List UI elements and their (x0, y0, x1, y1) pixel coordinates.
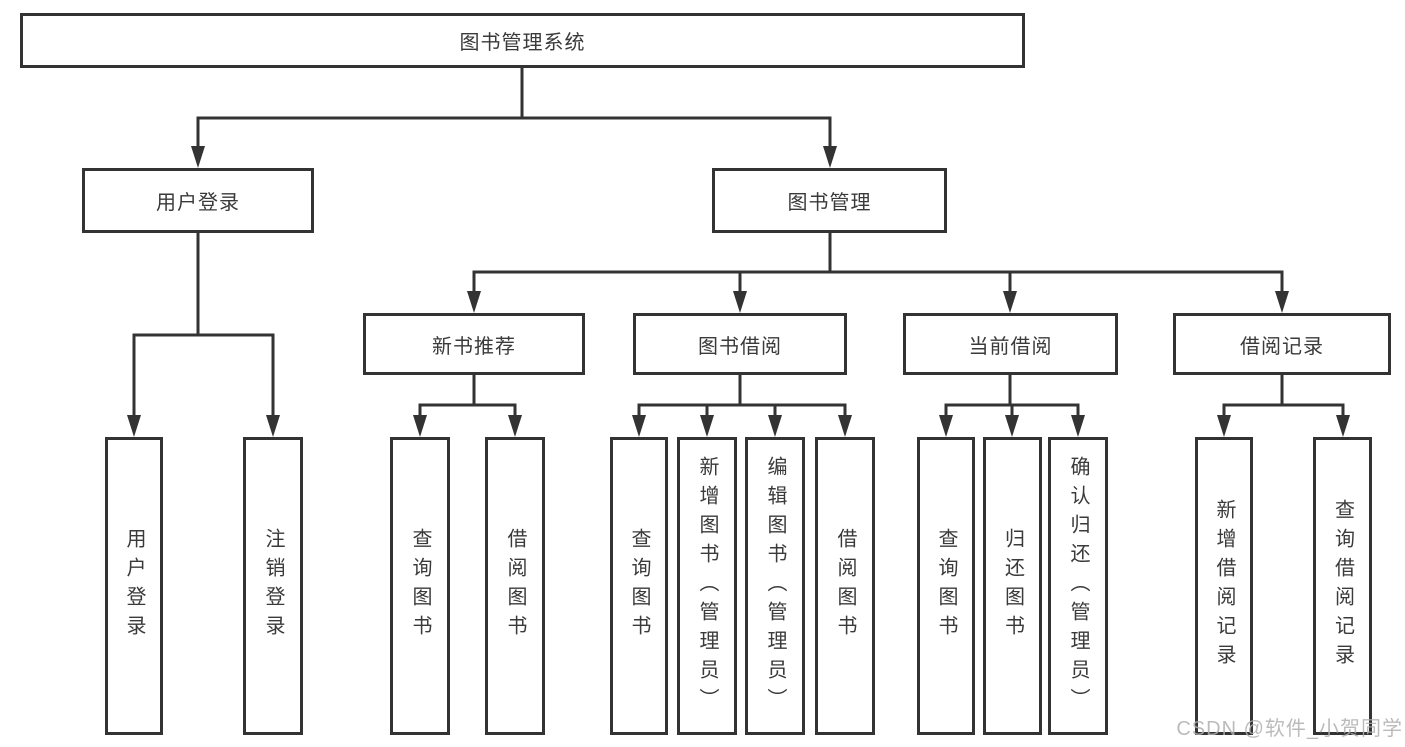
node-borrowing-records: 借阅记录 (1173, 313, 1391, 375)
leaf-edit-books-admin: 编辑图书（管理员） (745, 437, 805, 735)
node-new-book-recommendation: 新书推荐 (363, 313, 585, 375)
csdn-watermark: CSDN @软件_小贺同学 (1176, 718, 1403, 740)
leaf-logout: 注销登录 (243, 437, 303, 735)
leaf-query-borrow-record: 查询借阅记录 (1313, 437, 1372, 735)
leaf-query-books-recommend: 查询图书 (390, 437, 450, 735)
leaf-add-borrow-record: 新增借阅记录 (1195, 437, 1253, 735)
leaf-query-books-borrow: 查询图书 (610, 437, 668, 735)
leaf-borrow-books-recommend: 借阅图书 (485, 437, 545, 735)
leaf-confirm-return-admin: 确认归还（管理员） (1048, 437, 1108, 735)
node-current-borrowing: 当前借阅 (903, 313, 1118, 375)
node-user-login: 用户登录 (82, 168, 314, 233)
node-library-system: 图书管理系统 (20, 13, 1025, 68)
leaf-borrow-books: 借阅图书 (815, 437, 875, 735)
leaf-add-books-admin: 新增图书（管理员） (677, 437, 737, 735)
node-book-management: 图书管理 (712, 168, 947, 233)
arrowheads (127, 146, 1350, 437)
leaf-user-login: 用户登录 (105, 437, 163, 735)
leaf-return-books: 归还图书 (983, 437, 1042, 735)
leaf-query-books-current: 查询图书 (917, 437, 975, 735)
node-book-borrowing: 图书借阅 (633, 313, 847, 375)
